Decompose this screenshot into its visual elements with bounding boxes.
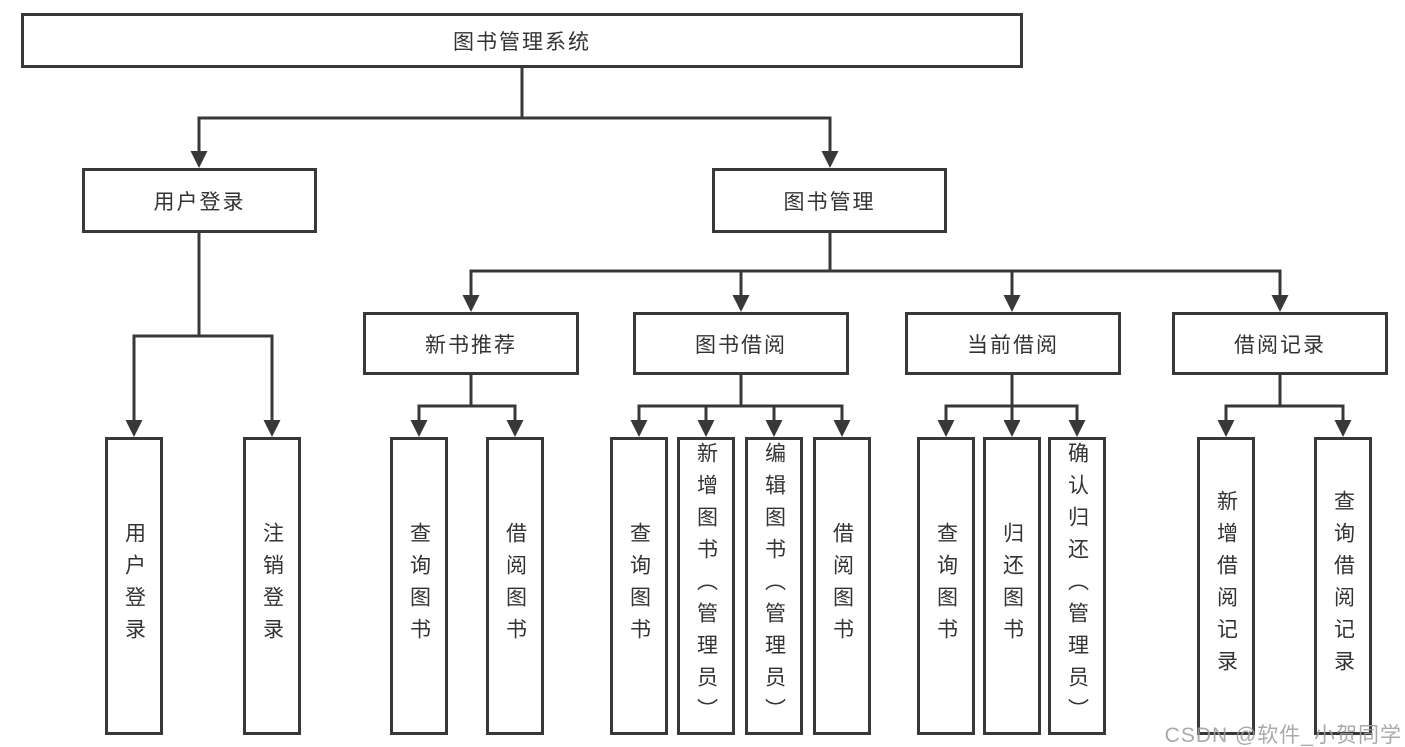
leaf-borrow-books-2: 借阅图书 xyxy=(813,437,871,735)
node-new-book-recommend: 新书推荐 xyxy=(363,312,579,375)
connector-bookborrow-to-leaves xyxy=(630,375,851,437)
connector-root-to-level2 xyxy=(190,68,839,168)
leaf-query-books-1: 查询图书 xyxy=(390,437,448,735)
leaf-label: 借阅图书 xyxy=(830,522,854,650)
node-user-login-group: 用户登录 xyxy=(82,168,317,233)
leaf-confirm-return-admin: 确认归还（管理员） xyxy=(1048,437,1106,735)
leaf-return-books: 归还图书 xyxy=(983,437,1041,735)
leaf-user-login: 用户登录 xyxy=(105,437,163,735)
connector-newbookrec-to-leaves xyxy=(410,375,524,437)
leaf-edit-book-admin: 编辑图书（管理员） xyxy=(745,437,803,735)
leaf-label: 查询图书 xyxy=(934,522,958,650)
leaf-label: 新增图书（管理员） xyxy=(694,442,718,730)
connector-userlogin-to-leaves xyxy=(125,233,281,437)
node-book-management: 图书管理 xyxy=(712,168,947,233)
leaf-logout: 注销登录 xyxy=(243,437,301,735)
leaf-label: 查询图书 xyxy=(627,522,651,650)
leaf-query-books-2: 查询图书 xyxy=(610,437,668,735)
leaf-query-books-3: 查询图书 xyxy=(917,437,975,735)
leaf-query-borrow-record: 查询借阅记录 xyxy=(1314,437,1372,735)
leaf-borrow-books-1: 借阅图书 xyxy=(486,437,544,735)
leaf-label: 归还图书 xyxy=(1000,522,1024,650)
connector-borrowrecords-to-leaves xyxy=(1217,375,1352,437)
leaf-label: 用户登录 xyxy=(122,522,146,650)
connector-currentborrow-to-leaves xyxy=(937,375,1086,437)
leaf-label: 查询图书 xyxy=(407,522,431,650)
leaf-label: 查询借阅记录 xyxy=(1331,490,1355,682)
leaf-add-borrow-record: 新增借阅记录 xyxy=(1197,437,1255,735)
csdn-watermark: CSDN @软件_小贺同学 xyxy=(1164,724,1402,747)
node-current-borrowing: 当前借阅 xyxy=(905,312,1121,375)
leaf-label: 确认归还（管理员） xyxy=(1065,442,1089,730)
node-borrow-records: 借阅记录 xyxy=(1172,312,1388,375)
leaf-label: 注销登录 xyxy=(260,522,284,650)
leaf-label: 借阅图书 xyxy=(503,522,527,650)
node-book-borrowing: 图书借阅 xyxy=(633,312,849,375)
leaf-add-book-admin: 新增图书（管理员） xyxy=(677,437,735,735)
leaf-label: 新增借阅记录 xyxy=(1214,490,1238,682)
connector-bookmgmt-to-level3 xyxy=(462,233,1289,312)
node-root-system: 图书管理系统 xyxy=(21,13,1023,68)
leaf-label: 编辑图书（管理员） xyxy=(762,442,786,730)
